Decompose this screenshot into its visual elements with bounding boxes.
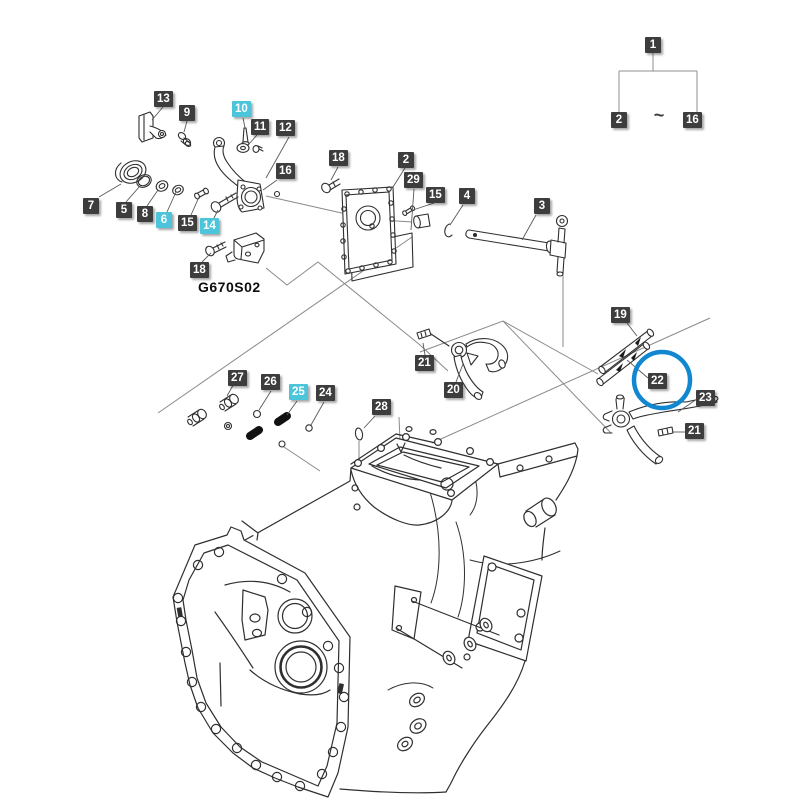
part-bolt-18-mid [321, 178, 341, 194]
part-label-15-mid[interactable]: 15 [426, 187, 445, 203]
part-plunger-27b [187, 408, 207, 427]
selection-circle-part-22 [631, 349, 693, 411]
part-pin-21-right [657, 426, 674, 437]
part-label-16-top[interactable]: 16 [683, 112, 702, 128]
part-label-7[interactable]: 7 [83, 198, 99, 214]
part-plunger-27a [219, 393, 239, 412]
tree-connector-lines [618, 53, 698, 112]
figure-code: G670S02 [198, 279, 261, 295]
part-pin-21-left [416, 328, 432, 340]
part-rail-22 [596, 341, 651, 387]
part-label-2-top[interactable]: 2 [611, 112, 627, 128]
part-ring-24 [278, 424, 313, 448]
part-label-20[interactable]: 20 [444, 382, 463, 398]
label-leader-lines [98, 106, 698, 433]
part-label-22[interactable]: 22 [648, 373, 667, 389]
part-label-9[interactable]: 9 [179, 105, 195, 121]
part-label-21-right[interactable]: 21 [685, 423, 704, 439]
part-label-16[interactable]: 16 [276, 163, 295, 179]
part-label-21-left[interactable]: 21 [415, 355, 434, 371]
part-pin-15-mid [402, 205, 416, 216]
part-label-11[interactable]: 11 [251, 119, 270, 135]
part-label-24[interactable]: 24 [316, 385, 335, 401]
part-label-23[interactable]: 23 [696, 390, 715, 406]
part-label-10[interactable]: 10 [232, 101, 251, 117]
part-label-2[interactable]: 2 [398, 152, 414, 168]
part-label-26[interactable]: 26 [261, 374, 280, 390]
part-label-18-left[interactable]: 18 [190, 262, 209, 278]
part-cap-7 [114, 160, 147, 184]
part-label-27[interactable]: 27 [228, 370, 247, 386]
part-bolts-9 [177, 132, 192, 148]
part-washer-8 [155, 180, 169, 192]
part-pin-10 [241, 127, 250, 146]
part-bolt-14 [210, 192, 239, 213]
part-oring-5 [136, 174, 152, 188]
part-label-3[interactable]: 3 [534, 198, 550, 214]
part-label-14[interactable]: 14 [200, 218, 219, 234]
part-rail-19 [598, 328, 655, 375]
part-label-18-mid[interactable]: 18 [329, 150, 348, 166]
part-oring-28 [354, 427, 364, 441]
part-label-29[interactable]: 29 [404, 172, 423, 188]
part-label-1[interactable]: 1 [645, 37, 661, 53]
part-fork-20 [430, 333, 509, 400]
part-washer-screw-11 [236, 143, 264, 153]
part-bracket [225, 232, 265, 264]
part-label-15-left[interactable]: 15 [178, 215, 197, 231]
part-label-13[interactable]: 13 [154, 91, 173, 107]
part-pin-15-left [194, 187, 209, 200]
part-label-4[interactable]: 4 [459, 188, 475, 204]
part-label-6[interactable]: 6 [156, 212, 172, 228]
part-rod-3 [465, 214, 569, 277]
part-bushing [413, 213, 431, 229]
part-label-8[interactable]: 8 [137, 206, 153, 222]
part-label-12[interactable]: 12 [276, 120, 295, 136]
housing-drawing [172, 426, 579, 798]
part-bolt-18-left [205, 241, 227, 257]
range-separator: ~ [653, 105, 665, 125]
part-snap-ring-4 [444, 223, 453, 238]
part-ball-26 [223, 409, 262, 431]
part-label-5[interactable]: 5 [116, 202, 132, 218]
part-lever-13 [138, 111, 167, 143]
part-cover-plate-2 [340, 186, 397, 275]
part-spring-25 [246, 412, 291, 440]
part-label-25[interactable]: 25 [289, 384, 308, 400]
part-washer-6 [172, 184, 184, 196]
part-label-28[interactable]: 28 [372, 399, 391, 415]
part-label-19[interactable]: 19 [611, 307, 630, 323]
